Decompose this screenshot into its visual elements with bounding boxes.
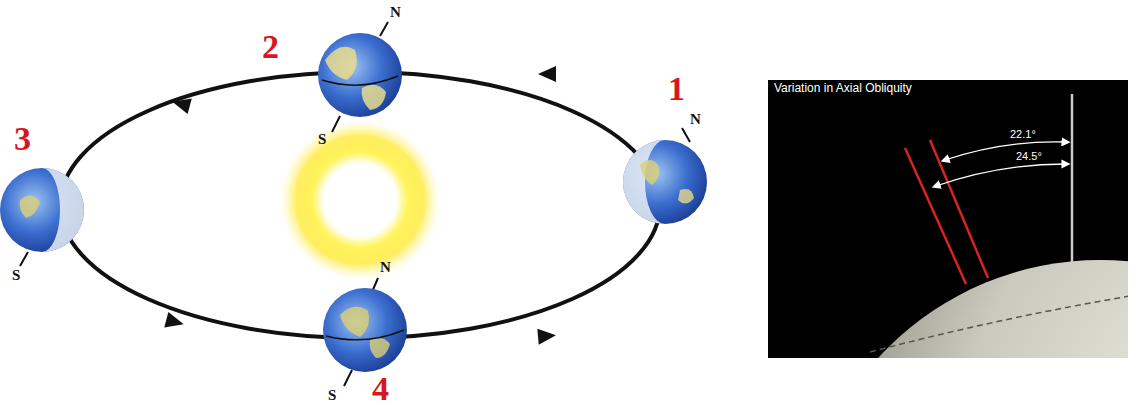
callout-number: 2: [262, 30, 279, 64]
pole-label: S: [328, 388, 336, 403]
obliquity-panel: Variation in Axial Obliquity 22.1° 24.5°: [768, 80, 1128, 358]
pole-label: N: [390, 5, 401, 20]
pole-label: N: [690, 112, 701, 127]
panel-title: Variation in Axial Obliquity: [774, 82, 912, 95]
callout-number: 1: [668, 72, 685, 106]
angle-label: 24.5°: [1016, 150, 1042, 162]
pole-label: N: [380, 260, 391, 275]
callout-number: 3: [14, 122, 31, 156]
pole-label: S: [12, 268, 20, 283]
callout-number: 4: [372, 372, 389, 406]
pole-label: S: [318, 132, 326, 147]
angle-label: 22.1°: [1010, 128, 1036, 140]
